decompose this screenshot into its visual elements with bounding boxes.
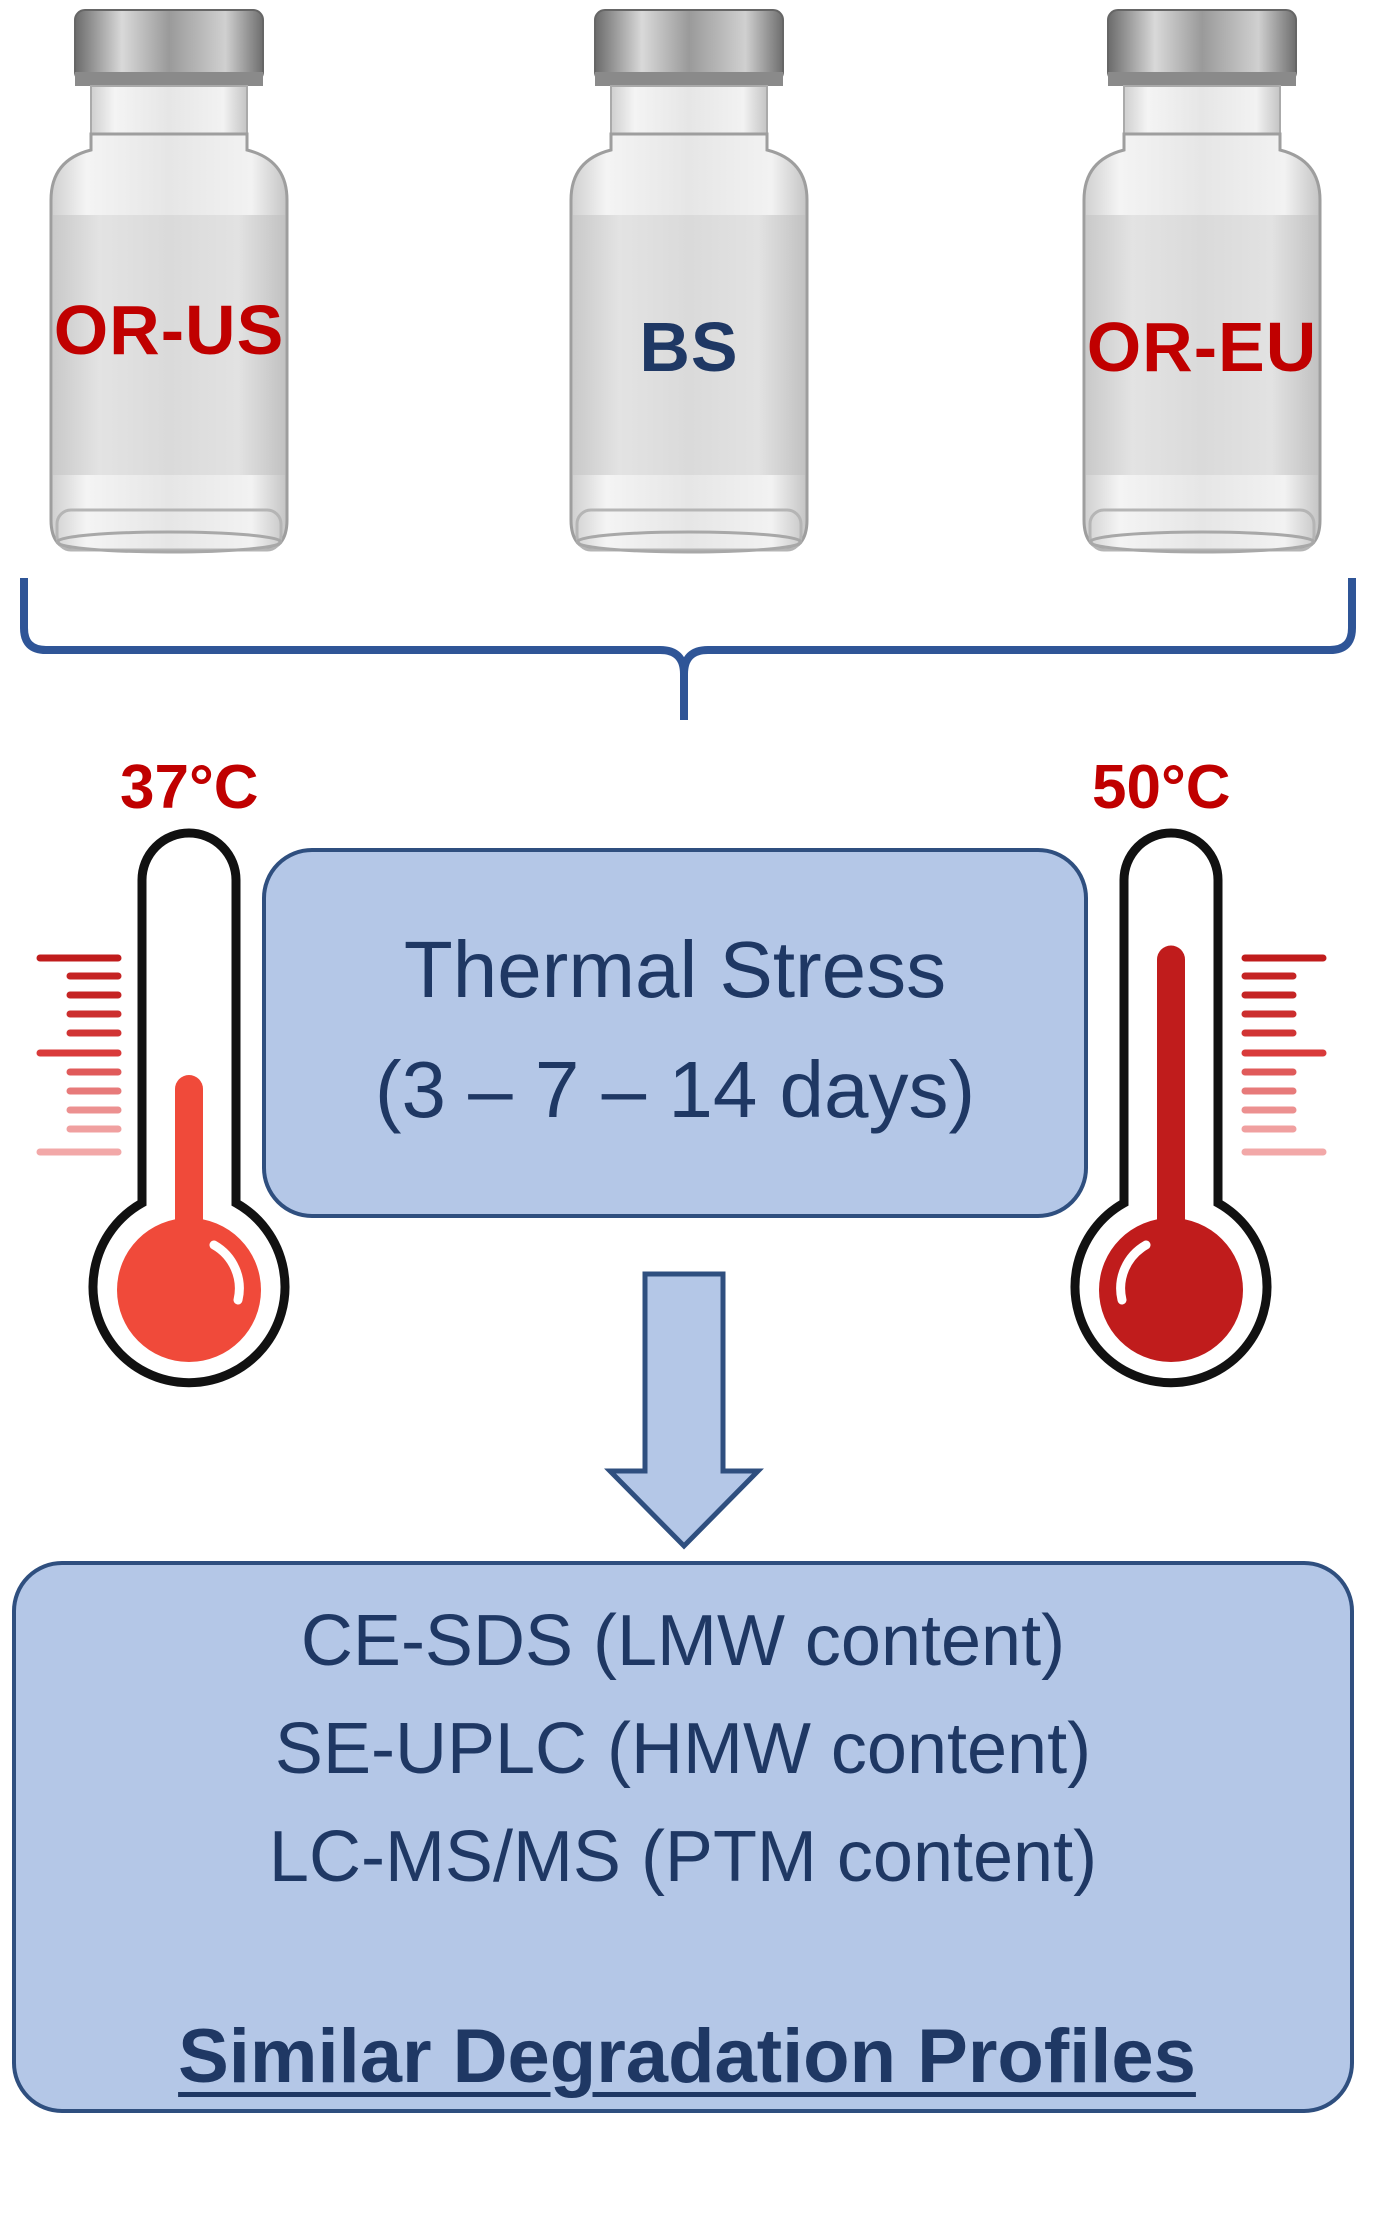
vial-label-or-us: OR-US	[53, 291, 285, 369]
thermal-stress-box: Thermal Stress (3 – 7 – 14 days)	[262, 848, 1088, 1218]
method-lc-msms: LC-MS/MS (PTM content)	[268, 1817, 1098, 1897]
stress-duration: (3 – 7 – 14 days)	[374, 1045, 976, 1134]
thermometer-50-icon	[1070, 828, 1327, 1388]
down-arrow	[604, 1271, 764, 1550]
vial-or-us	[49, 8, 289, 554]
thermometer-37-icon	[36, 828, 290, 1388]
conclusion-text: Similar Degradation Profiles	[178, 2014, 1196, 2099]
method-se-uplc: SE-UPLC (HMW content)	[274, 1709, 1092, 1789]
analysis-results-box: CE-SDS (LMW content) SE-UPLC (HMW conten…	[12, 1561, 1354, 2113]
vial-or-eu	[1082, 8, 1322, 554]
stress-title: Thermal Stress	[403, 925, 947, 1014]
vial-label-bs: BS	[639, 308, 739, 386]
grouping-brace	[20, 578, 1356, 720]
vial-bs	[569, 8, 809, 554]
vial-label-or-eu: OR-EU	[1086, 308, 1318, 386]
method-ce-sds: CE-SDS (LMW content)	[300, 1601, 1066, 1681]
temperature-label-50: 50°C	[1092, 753, 1231, 822]
temperature-label-37: 37°C	[120, 753, 259, 822]
